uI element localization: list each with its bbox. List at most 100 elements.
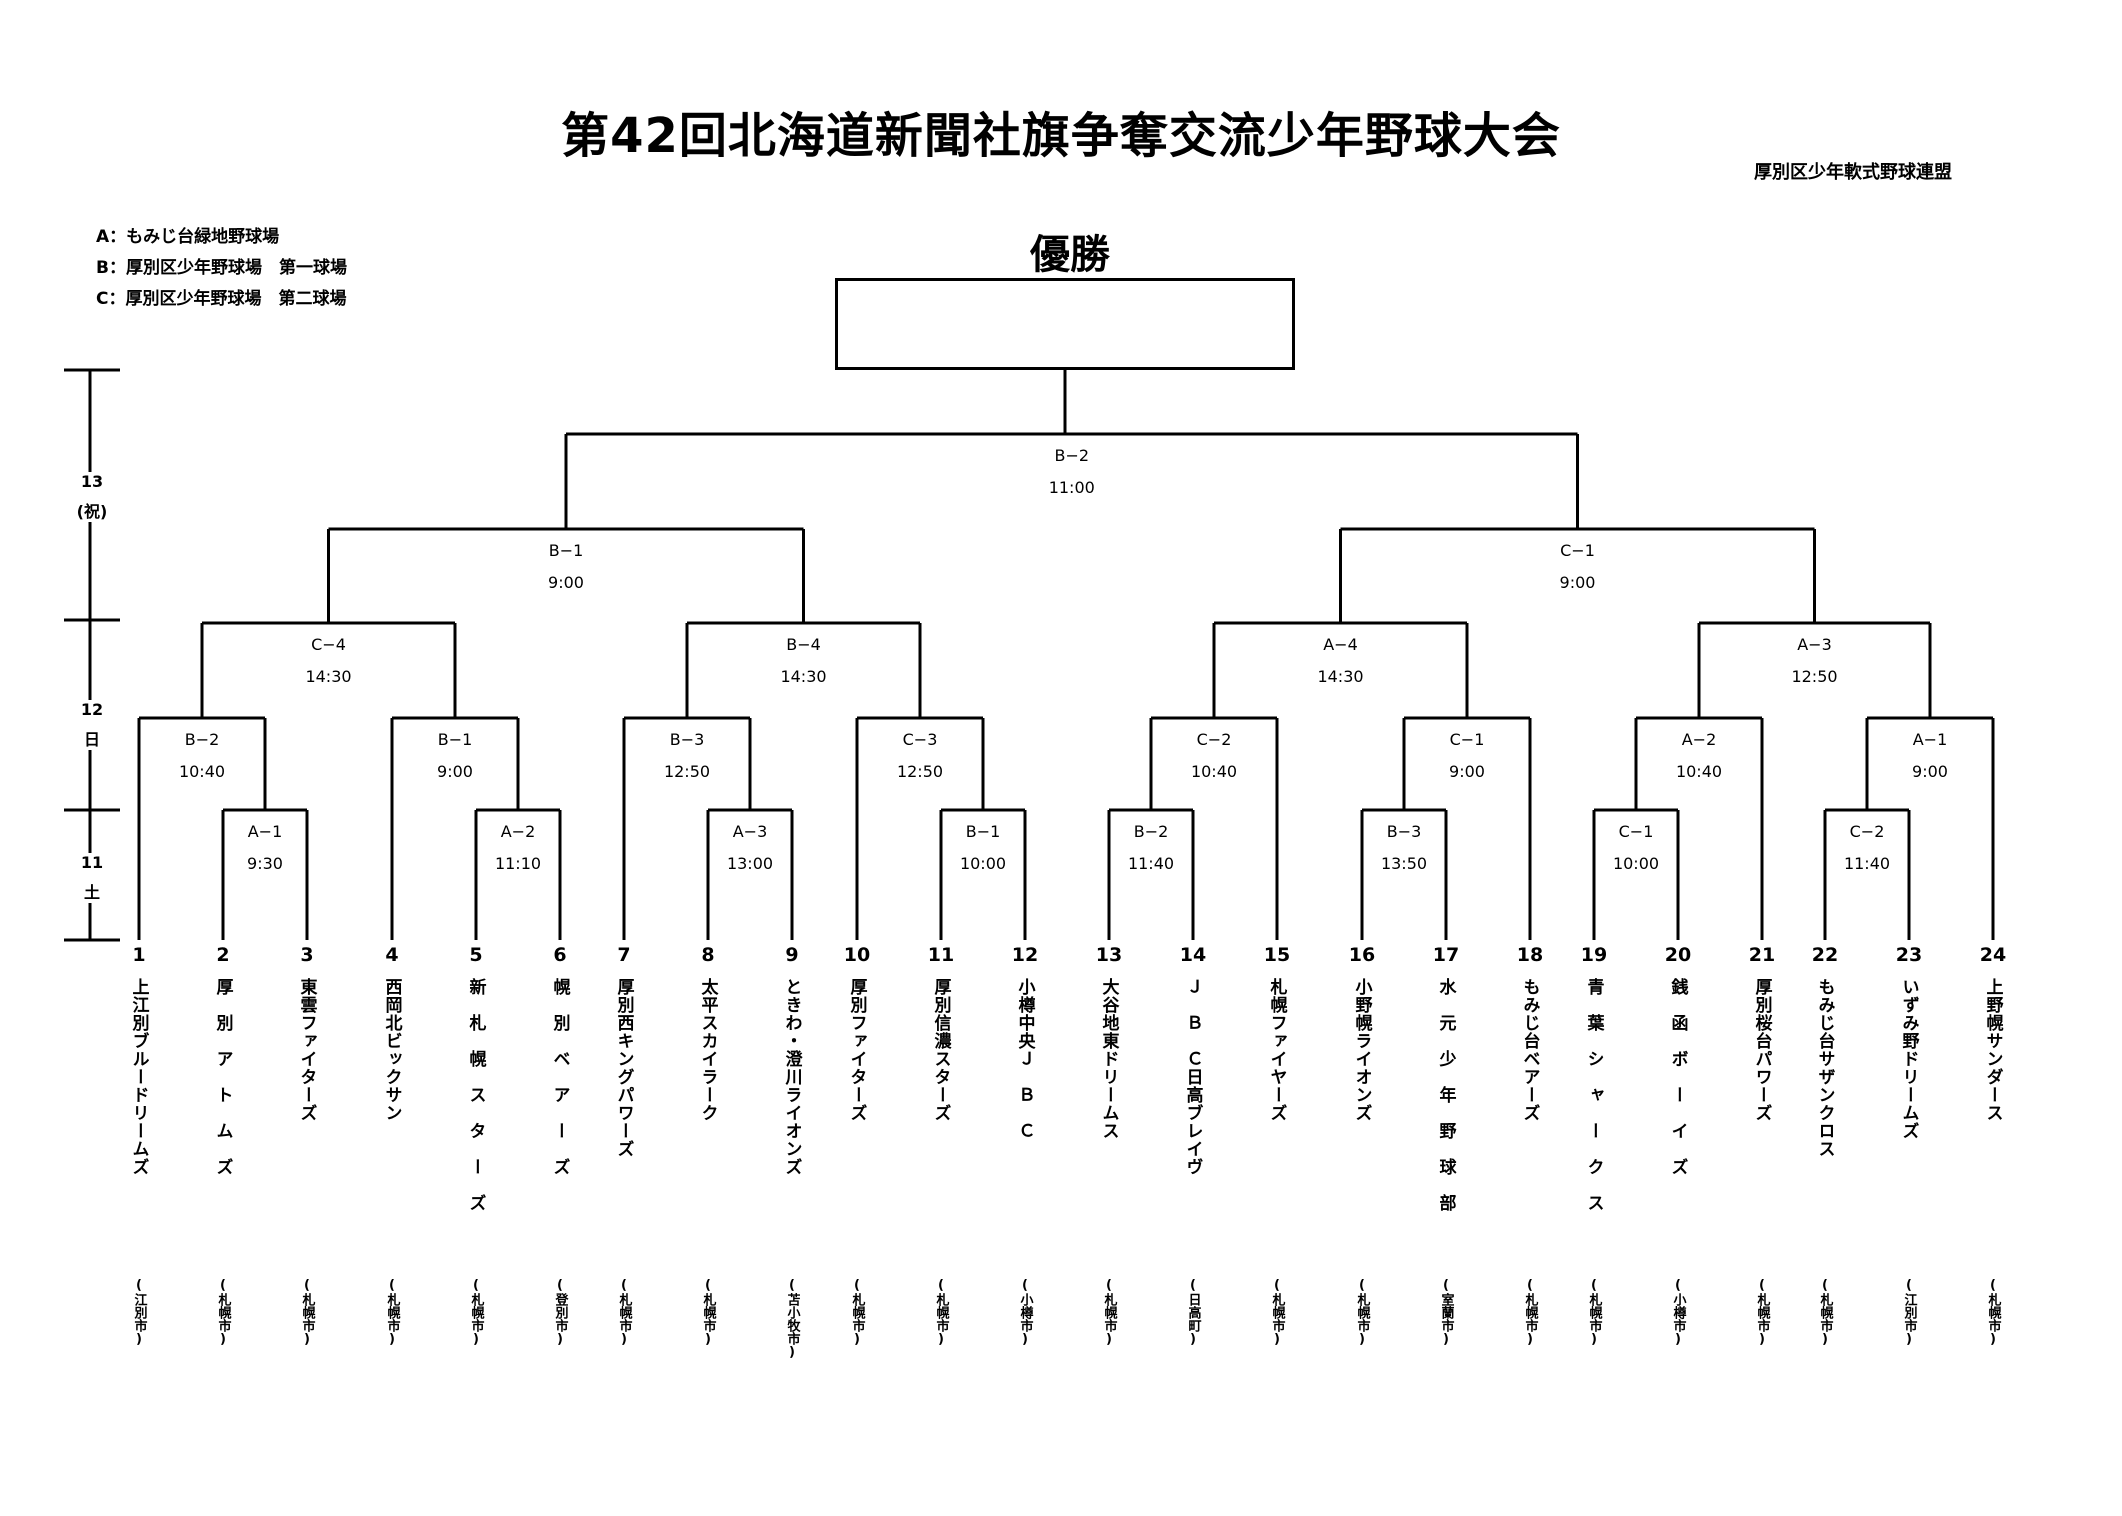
team-name: 札幌ファイヤーズ [1266, 978, 1287, 1122]
team-city: (札幌市) [1101, 1278, 1117, 1347]
team-name: 太平スカイラーク [697, 978, 718, 1122]
match-time: 9:00 [1559, 573, 1596, 592]
day-weekday: 日 [83, 730, 100, 749]
team-name: 厚別ファイターズ [846, 978, 867, 1122]
champion-box [835, 278, 1295, 370]
match-label: B−1 9:00 [496, 541, 636, 593]
team-city: (札幌市) [1269, 1278, 1285, 1347]
match-time: 12:50 [896, 762, 944, 781]
team-number: 17 [1432, 944, 1460, 966]
match-field: C−1 [1449, 730, 1485, 749]
team-name: 新 札 幌 ス タ ー ズ [465, 978, 486, 1212]
day-weekday: (祝) [76, 502, 108, 521]
team-number: 10 [843, 944, 871, 966]
team-city: (札幌市) [1817, 1278, 1833, 1347]
match-field: B−3 [1386, 822, 1422, 841]
team-city: (小樽市) [1017, 1278, 1033, 1347]
match-field: C−1 [1618, 822, 1654, 841]
team-name: 上江別ブルードリームズ [128, 978, 149, 1176]
team-name: もみじ台サザンクロス [1814, 978, 1835, 1158]
team-city: (江別市) [1901, 1278, 1917, 1347]
team-name: 厚別信濃スターズ [930, 978, 951, 1122]
match-time: 11:00 [1048, 478, 1095, 497]
team-number: 15 [1263, 944, 1291, 966]
match-time: 11:10 [494, 854, 542, 873]
team-number: 11 [927, 944, 955, 966]
team-number: 12 [1011, 944, 1039, 966]
team-city: (江別市) [131, 1278, 147, 1347]
day-label: 13(祝) [62, 472, 122, 522]
team-name: 小野幌ライオンズ [1351, 978, 1372, 1122]
match-time: 10:00 [1612, 854, 1660, 873]
day-date: 12 [80, 700, 104, 719]
team-name: 上野幌サンダース [1982, 978, 2003, 1122]
match-time: 14:30 [1317, 667, 1364, 686]
team-number: 1 [132, 944, 146, 966]
match-time: 13:00 [726, 854, 774, 873]
team-number: 6 [553, 944, 567, 966]
team-number: 14 [1179, 944, 1207, 966]
match-field: A−1 [247, 822, 283, 841]
match-label: C−1 9:00 [1397, 730, 1537, 782]
match-field: C−2 [1196, 730, 1232, 749]
team-name: 小樽中央Ｊ Ｂ Ｃ [1014, 978, 1035, 1140]
match-time: 9:00 [548, 573, 584, 592]
match-time: 9:00 [1449, 762, 1485, 781]
match-label: B−2 10:40 [132, 730, 272, 782]
match-time: 9:30 [247, 854, 283, 873]
team-number: 18 [1516, 944, 1544, 966]
match-field: B−1 [437, 730, 473, 749]
team-number: 22 [1811, 944, 1839, 966]
match-label: A−3 13:00 [680, 822, 820, 874]
match-label: C−3 12:50 [850, 730, 990, 782]
venue-legend: A：もみじ台緑地野球場 B：厚別区少年野球場 第一球場 C：厚別区少年野球場 第… [96, 222, 347, 315]
match-field: A−2 [1681, 730, 1717, 749]
team-city: (室蘭市) [1438, 1278, 1454, 1347]
match-field: C−3 [902, 730, 938, 749]
team-number: 4 [385, 944, 399, 966]
match-field: B−2 [184, 730, 220, 749]
match-time: 10:40 [178, 762, 226, 781]
team-name: 銭 函 ボ ー イ ズ [1667, 978, 1688, 1176]
match-field: C−4 [311, 635, 346, 654]
day-date: 11 [80, 853, 104, 872]
team-city: (札幌市) [215, 1278, 231, 1347]
team-name: 東雲ファイターズ [296, 978, 317, 1122]
team-number: 9 [785, 944, 799, 966]
team-city: (登別市) [552, 1278, 568, 1347]
match-field: A−3 [732, 822, 768, 841]
team-number: 7 [617, 944, 631, 966]
match-label: A−1 9:00 [1860, 730, 2000, 782]
team-number: 13 [1095, 944, 1123, 966]
team-city: (札幌市) [1754, 1278, 1770, 1347]
team-city: (苫小牧市) [784, 1278, 800, 1360]
team-name: 厚別桜台パワーズ [1751, 978, 1772, 1122]
match-field: A−1 [1912, 730, 1948, 749]
match-time: 14:30 [305, 667, 352, 686]
match-field: A−2 [500, 822, 536, 841]
team-city: (小樽市) [1670, 1278, 1686, 1347]
team-city: (札幌市) [700, 1278, 716, 1347]
team-city: (札幌市) [468, 1278, 484, 1347]
day-label: 12 日 [62, 700, 122, 750]
match-label: C−1 10:00 [1566, 822, 1706, 874]
match-field: B−3 [669, 730, 705, 749]
page-title: 第42回北海道新聞社旗争奪交流少年野球大会 [561, 108, 1561, 164]
match-field: B−1 [965, 822, 1001, 841]
match-field: B−1 [548, 541, 584, 560]
day-weekday: 土 [83, 883, 100, 902]
team-number: 19 [1580, 944, 1608, 966]
team-name: 水 元 少 年 野 球 部 [1435, 978, 1456, 1212]
team-city: (札幌市) [1985, 1278, 2001, 1347]
match-time: 14:30 [780, 667, 827, 686]
match-time: 9:00 [1912, 762, 1948, 781]
